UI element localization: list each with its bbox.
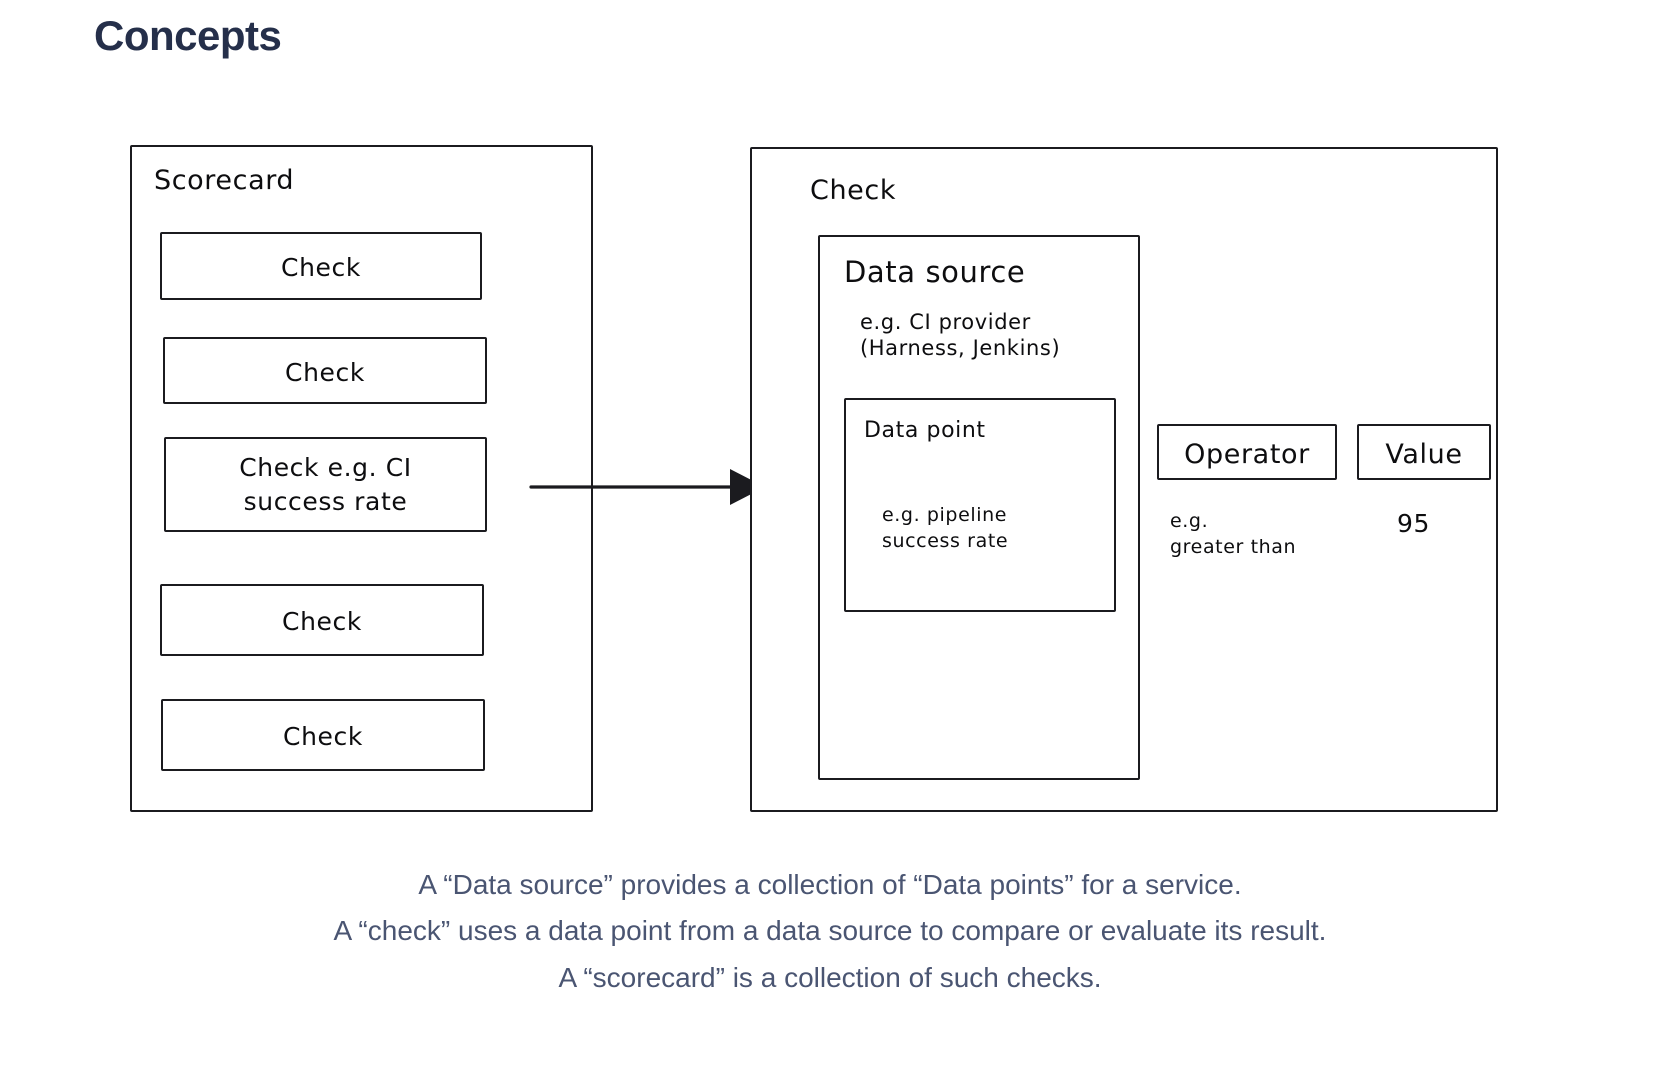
scorecard-check-1[interactable]: Check bbox=[160, 232, 482, 300]
scorecard-check-4[interactable]: Check bbox=[160, 584, 484, 656]
caption-line-1: A “Data source” provides a collection of… bbox=[418, 869, 1242, 900]
scorecard-check-3-label-line2: success rate bbox=[243, 487, 408, 516]
caption-line-2: A “check” uses a data point from a data … bbox=[333, 915, 1327, 947]
scorecard-check-1-label: Check bbox=[281, 253, 361, 282]
data-point-container: Data point e.g. pipeline success rate bbox=[844, 398, 1116, 612]
scorecard-check-3-label-line1: Check e.g. CI bbox=[239, 453, 412, 482]
scorecard-check-5[interactable]: Check bbox=[161, 699, 485, 771]
scorecard-check-5-label: Check bbox=[283, 722, 363, 751]
operator-example-line1: e.g. bbox=[1170, 510, 1209, 532]
operator-label: Operator bbox=[1184, 439, 1310, 470]
check-title: Check bbox=[810, 175, 897, 206]
caption-block: A “Data source” provides a collection of… bbox=[0, 862, 1660, 1001]
operator-box[interactable]: Operator bbox=[1157, 424, 1337, 480]
data-point-example-line1: e.g. pipeline bbox=[882, 504, 1008, 526]
data-source-example-line2: (Harness, Jenkins) bbox=[860, 336, 1061, 360]
scorecard-check-2-label: Check bbox=[285, 358, 365, 387]
value-box[interactable]: Value bbox=[1357, 424, 1491, 480]
value-example: 95 bbox=[1397, 509, 1431, 538]
operator-example-line2: greater than bbox=[1170, 536, 1297, 558]
data-point-example-line2: success rate bbox=[882, 530, 1009, 552]
data-point-title: Data point bbox=[864, 418, 986, 443]
scorecard-title: Scorecard bbox=[154, 165, 295, 196]
scorecard-check-4-label: Check bbox=[282, 607, 362, 636]
data-source-title: Data source bbox=[844, 255, 1026, 289]
arrow-icon bbox=[529, 469, 765, 505]
scorecard-check-2[interactable]: Check bbox=[163, 337, 487, 404]
scorecard-container: Scorecard Check Check Check e.g. CI succ… bbox=[130, 145, 593, 812]
value-label: Value bbox=[1385, 439, 1463, 470]
check-container: Check Data source e.g. CI provider (Harn… bbox=[750, 147, 1498, 812]
arrow-scorecard-to-check bbox=[525, 462, 765, 512]
page-title: Concepts bbox=[94, 12, 282, 59]
scorecard-check-3[interactable]: Check e.g. CI success rate bbox=[164, 437, 487, 532]
caption-line-3: A “scorecard” is a collection of such ch… bbox=[558, 961, 1102, 993]
data-source-example-line1: e.g. CI provider bbox=[860, 310, 1031, 334]
data-source-container: Data source e.g. CI provider (Harness, J… bbox=[818, 235, 1140, 780]
